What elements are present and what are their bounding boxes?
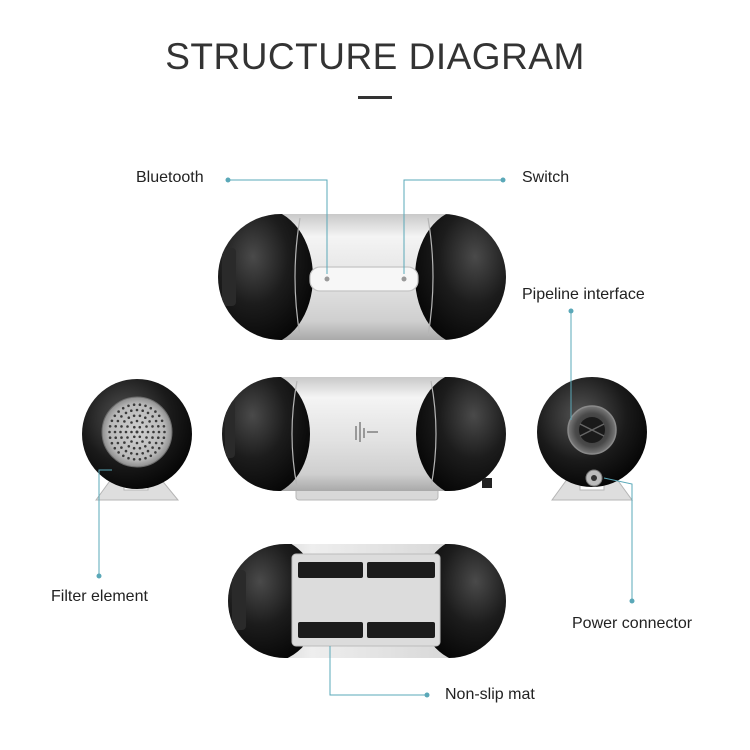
leader-line-bluetooth [228,179,328,274]
rear-view-device [537,377,647,501]
filter-mesh [108,403,166,461]
brand-logo-icon [355,422,378,442]
bottom-view-device [228,544,506,658]
page-title: STRUCTURE DIAGRAM [165,36,585,77]
callout-bluetooth: Bluetooth [136,169,204,186]
title-underline [358,96,392,99]
callout-filter-element: Filter element [51,588,148,605]
top-view-device [218,214,506,340]
switch-button [401,276,407,282]
callout-power-connector: Power connector [572,615,693,632]
callout-switch: Switch [522,169,570,186]
callout-non-slip-mat: Non-slip mat [445,686,535,703]
non-slip-pads [298,562,435,638]
leader-line-filter [98,469,112,576]
front-view-device [82,379,192,501]
leader-line-switch [403,179,503,274]
button-panel [309,266,419,292]
leader-line-nonslip [329,646,427,696]
callout-pipeline-interface: Pipeline interface [522,286,645,303]
bluetooth-indicator [324,276,330,282]
leader-line-power [603,477,633,601]
side-view-device [222,377,506,501]
